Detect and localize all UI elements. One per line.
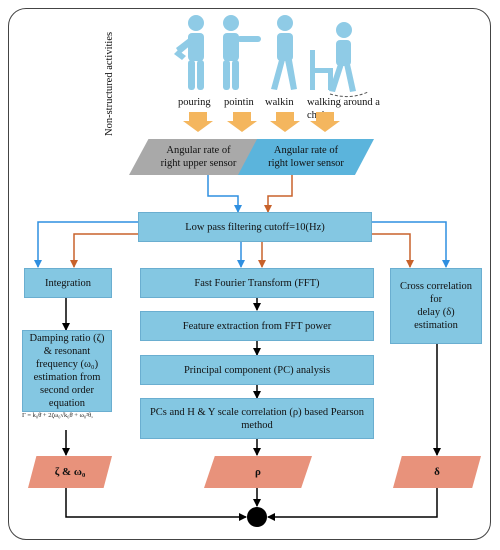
activity-arrow-icon	[183, 112, 213, 132]
output-rho: ρ	[204, 456, 312, 488]
connector-filter-to-crosscorr-blue	[372, 221, 450, 268]
person-pouring-icon	[174, 15, 204, 90]
pca-box: Principal component (PC) analysis	[140, 355, 374, 385]
connector-filter-to-integration-blue	[34, 221, 138, 268]
feature-extraction-box: Feature extraction from FFT power	[140, 311, 374, 341]
second-order-equation: Γ = k₀θ̈ + 2ζω₀√k₀θ̇ + ω₀²θ,	[22, 412, 93, 419]
damping-estimation-box: Damping ratio (ζ) & resonant frequency (…	[22, 330, 112, 412]
pearson-correlation-box: PCs and H & Y scale correlation (ρ) base…	[140, 398, 374, 439]
activity-arrow-icon	[270, 112, 300, 132]
activity-label-pouring: pouring	[178, 97, 211, 108]
activities-side-label: Non-structured activities	[104, 31, 115, 136]
connector-lower-sensor-to-filter	[264, 175, 293, 213]
activity-label-walkin: walkin	[265, 97, 294, 108]
output-delta: δ	[393, 456, 481, 488]
fft-box: Fast Fourier Transform (FFT)	[140, 268, 374, 298]
integration-box: Integration	[24, 268, 112, 298]
person-pointing-icon	[223, 15, 261, 90]
activity-label-pointin: pointin	[224, 97, 254, 108]
diagram-frame	[8, 8, 491, 540]
connector-filter-to-integration-orange	[70, 233, 138, 268]
person-walking-around-chair-icon	[310, 22, 369, 98]
activity-arrow-icon	[227, 112, 257, 132]
activity-arrow-icon	[310, 112, 340, 132]
low-pass-filter-box: Low pass filtering cutoff=10(Hz)	[138, 212, 372, 242]
connector-upper-sensor-to-filter	[207, 175, 242, 213]
summing-junction	[247, 507, 267, 527]
connector-filter-to-crosscorr-orange	[372, 233, 414, 268]
person-walking-icon	[271, 15, 297, 90]
cross-correlation-box: Cross correlation for delay (δ) estimati…	[390, 268, 482, 344]
output-damping-frequency: ζ & ω₀	[28, 456, 112, 488]
